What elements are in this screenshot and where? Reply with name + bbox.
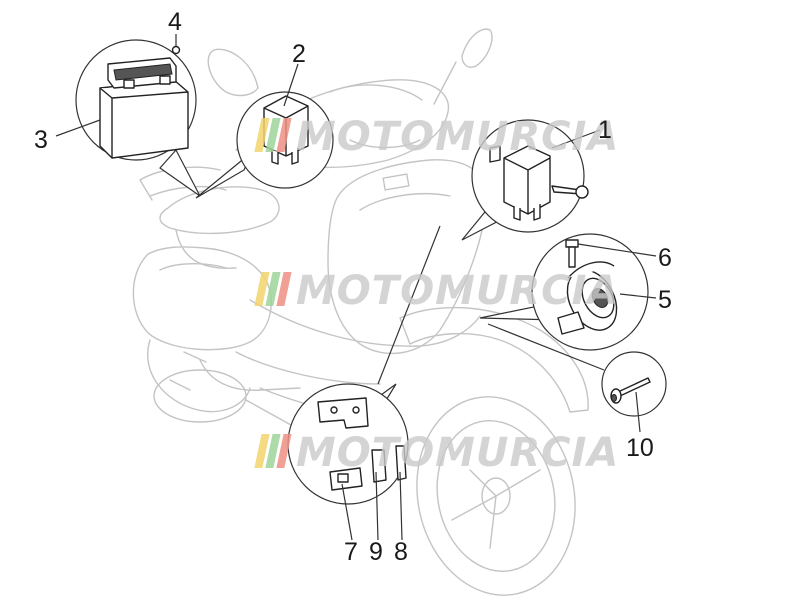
callout-4: 4 [168, 8, 182, 36]
callout-7: 7 [344, 538, 358, 566]
callout-6: 6 [658, 244, 672, 272]
watermark-stripe [276, 434, 292, 468]
watermark-stripe [265, 118, 281, 152]
watermark-stripe [254, 272, 270, 306]
bracket-icon [317, 397, 369, 429]
watermark-stripe [276, 272, 292, 306]
callout-9: 9 [369, 538, 383, 566]
callout-3: 3 [34, 126, 48, 154]
leader-lines [55, 34, 657, 541]
scooter-outline [132, 28, 589, 596]
callout-5: 5 [658, 286, 672, 314]
nut-icon [171, 45, 181, 55]
watermark-text: MOTOMURCIA [296, 430, 619, 476]
watermark-text: MOTOMURCIA [296, 268, 619, 314]
battery-icon [99, 57, 189, 159]
watermark-stripe [254, 118, 270, 152]
bolt-icon [610, 377, 651, 404]
callout-10: 10 [626, 434, 654, 462]
bracket-icon [329, 467, 363, 491]
watermark-stripe [265, 434, 281, 468]
watermark-stripe [254, 434, 270, 468]
watermark-text: MOTOMURCIA [296, 114, 619, 160]
watermark: MOTOMURCIA MOTOMURCIA MOTOMURCIA [254, 114, 619, 476]
relay-icon [489, 145, 589, 221]
bolt-icon [565, 239, 579, 268]
callout-8: 8 [394, 538, 408, 566]
callout-2: 2 [292, 40, 306, 68]
horn-icon [557, 261, 618, 335]
watermark-stripe [276, 118, 292, 152]
callout-labels: 1 2 3 4 5 6 7 8 9 10 [34, 8, 672, 566]
callout-1: 1 [598, 116, 612, 144]
watermark-stripe [265, 272, 281, 306]
